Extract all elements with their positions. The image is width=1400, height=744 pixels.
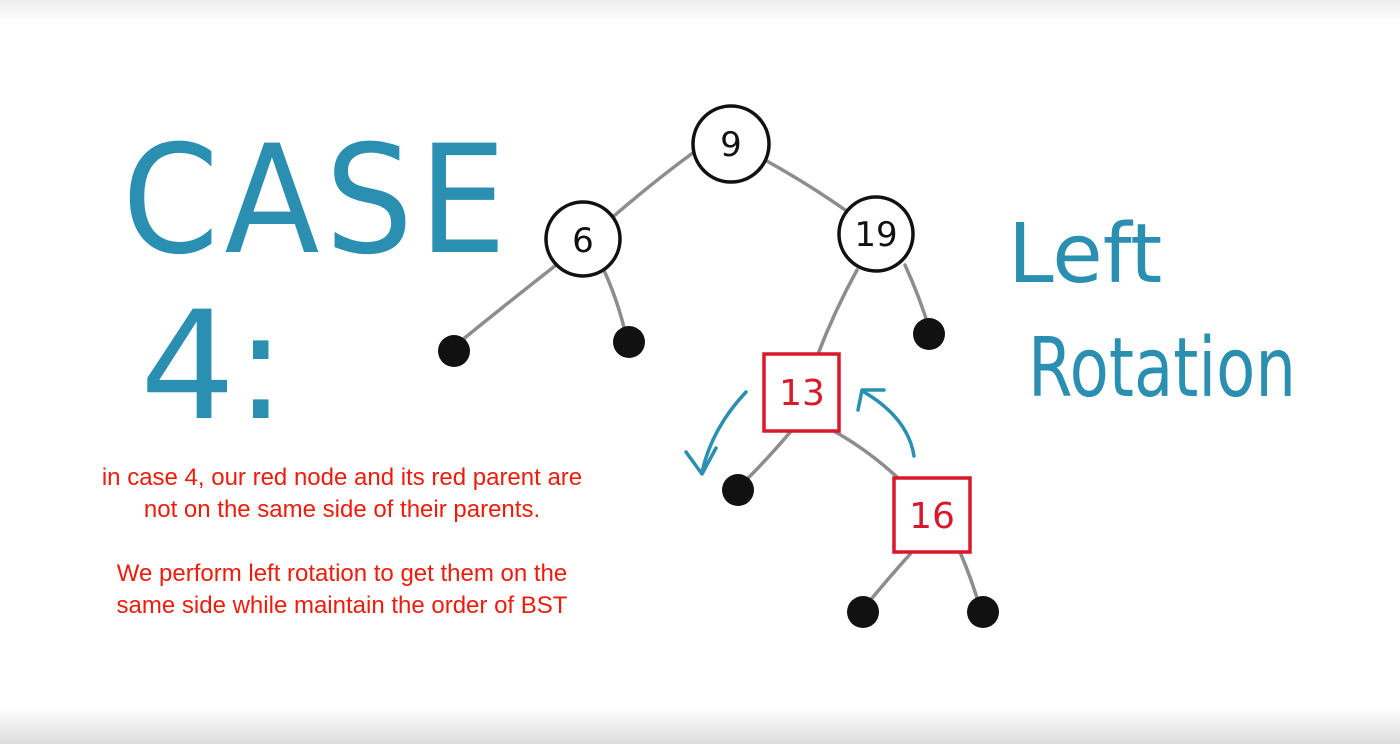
explanation-caption: in case 4, our red node and its red pare… bbox=[92, 462, 592, 654]
bottom-shade bbox=[0, 708, 1400, 744]
nil-leaf bbox=[613, 326, 645, 358]
edge-19-13 bbox=[816, 268, 859, 356]
nil-leaf bbox=[722, 474, 754, 506]
node-label: 19 bbox=[854, 215, 897, 255]
arrowhead-icon bbox=[856, 388, 886, 412]
node-circle bbox=[544, 200, 622, 278]
down-left-arrow-icon bbox=[700, 390, 748, 474]
nil-leaf bbox=[913, 318, 945, 350]
caption-paragraph-2: We perform left rotation to get them on … bbox=[116, 560, 568, 619]
edge-13-16 bbox=[830, 428, 900, 480]
node-label: 6 bbox=[572, 221, 594, 261]
arrowhead-icon bbox=[684, 446, 718, 476]
nil-leaf bbox=[438, 335, 470, 367]
edge-9-6 bbox=[598, 148, 699, 230]
edge-6-leaf bbox=[600, 264, 628, 338]
edge-9-19 bbox=[763, 158, 850, 214]
left-label: Left bbox=[1008, 207, 1162, 302]
node-label: 16 bbox=[909, 496, 955, 537]
case-heading: CASE bbox=[122, 114, 512, 288]
node-square bbox=[762, 352, 841, 433]
node-label: 13 bbox=[779, 373, 825, 414]
caption-paragraph-1: in case 4, our red node and its red pare… bbox=[101, 464, 583, 523]
edge-6-leaf bbox=[454, 260, 562, 347]
up-left-arrow-icon bbox=[862, 390, 916, 458]
node-square bbox=[892, 476, 972, 554]
node-circle bbox=[691, 104, 771, 184]
node-circle bbox=[837, 195, 915, 273]
nil-leaf bbox=[967, 596, 999, 628]
top-shade bbox=[0, 0, 1400, 22]
node-label: 9 bbox=[720, 125, 742, 165]
case-number: 4: bbox=[140, 280, 286, 454]
rotation-label: Rotation bbox=[1028, 321, 1296, 416]
nil-leaf bbox=[847, 596, 879, 628]
